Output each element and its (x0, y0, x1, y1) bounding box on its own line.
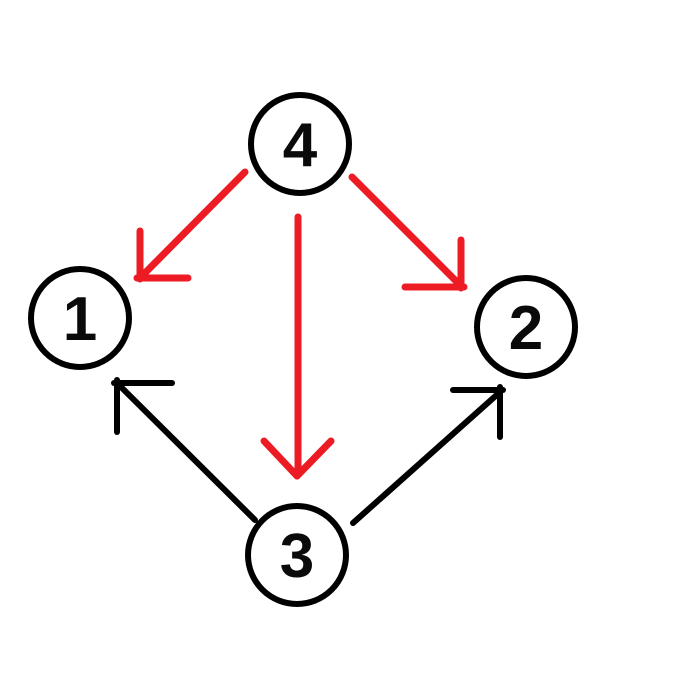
edge-shaft (136, 168, 249, 282)
edge-shaft (348, 173, 466, 291)
edge-3-1 (111, 377, 258, 523)
edge-4-2 (348, 173, 468, 292)
edge-arrowhead-stroke (293, 437, 335, 480)
node-3: 3 (245, 503, 349, 607)
node-label: 3 (280, 522, 314, 591)
node-circle (248, 92, 352, 196)
node-1: 1 (28, 266, 132, 370)
node-circle (245, 503, 349, 607)
edge-shaft (114, 380, 258, 523)
node-4: 4 (248, 92, 352, 196)
node-2: 2 (474, 275, 578, 379)
edge-shaft (350, 389, 503, 526)
node-label: 2 (509, 294, 543, 363)
node-label: 4 (283, 111, 318, 180)
edge-arrowhead-stroke (260, 437, 301, 480)
node-circle (28, 266, 132, 370)
node-circle (474, 275, 578, 379)
node-label: 1 (63, 285, 97, 354)
edge-3-2 (350, 384, 506, 526)
edge-4-3 (260, 213, 335, 480)
edge-4-1 (133, 168, 249, 283)
